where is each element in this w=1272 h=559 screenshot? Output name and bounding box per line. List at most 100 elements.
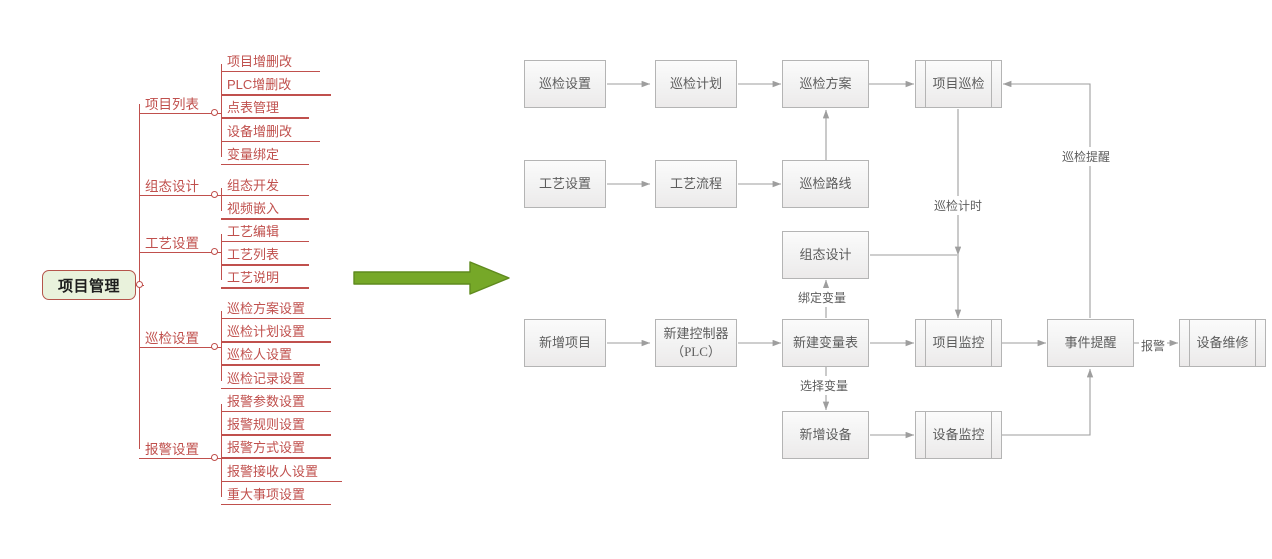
flow-edge-label-e2: 巡检提醒: [1060, 147, 1113, 166]
mindmap-branch-collapse-dot[interactable]: [211, 109, 218, 116]
flow-edge-label-text: 巡检提醒: [1062, 150, 1111, 164]
flow-edge-label-e5: 报警: [1139, 336, 1168, 355]
mindmap-leaf-1-5[interactable]: 变量绑定: [227, 148, 279, 161]
mindmap-branch-collapse-dot[interactable]: [211, 343, 218, 350]
mindmap-leaf-3-1[interactable]: 工艺编辑: [227, 225, 279, 238]
mindmap-branch-label: 报警设置: [145, 442, 199, 457]
mindmap-branch-5[interactable]: 报警设置: [145, 443, 205, 457]
flow-node-n9[interactable]: 新增项目: [524, 319, 606, 367]
flow-node-n16[interactable]: 设备监控: [915, 411, 1002, 459]
flow-node-n7[interactable]: 巡检路线: [782, 160, 869, 208]
flow-node-label: 巡检设置: [538, 76, 591, 92]
mindmap-leaf-2-1[interactable]: 组态开发: [227, 179, 279, 192]
mindmap-leaf-label: 报警接收人设置: [227, 463, 319, 479]
mindmap-branch-4[interactable]: 巡检设置: [145, 332, 205, 346]
mindmap-branch-collapse-dot[interactable]: [211, 191, 218, 198]
mindmap-branch-label: 工艺设置: [145, 236, 199, 251]
mindmap-leaf-label: 变量绑定: [227, 146, 280, 162]
mindmap-branch-collapse-dot[interactable]: [211, 248, 218, 255]
mindmap-leaf-label: 巡检方案设置: [227, 301, 306, 316]
flow-node-label: 新增项目: [538, 335, 591, 351]
flow-node-label: 事件提醒: [1064, 335, 1117, 351]
mindmap-leaf-underline: [221, 411, 331, 413]
mindmap-leaf-label: 工艺列表: [227, 247, 280, 263]
mindmap-leaf-3-3[interactable]: 工艺说明: [227, 271, 279, 284]
flow-node-label: 新建变量表: [792, 335, 858, 351]
mindmap-leaf-1-4[interactable]: 设备增删改: [227, 125, 292, 138]
mindmap-leaf-underline: [221, 318, 331, 320]
mindmap-leaf-underline: [221, 163, 309, 166]
mindmap-branch-collapse-dot[interactable]: [211, 454, 218, 461]
mindmap-trunk: [139, 104, 141, 449]
mindmap-branch-2[interactable]: 组态设计: [145, 180, 205, 194]
mindmap-branch-underline: [145, 458, 205, 460]
mindmap-leaf-4-2[interactable]: 巡检计划设置: [227, 325, 305, 338]
mindmap-leaf-underline: [221, 457, 331, 459]
mindmap-leaf-5-4[interactable]: 报警接收人设置: [227, 465, 318, 478]
mindmap-leaf-underline: [221, 195, 309, 197]
mindmap-branch-3[interactable]: 工艺设置: [145, 237, 205, 251]
mindmap-leaf-label: 项目增删改: [227, 54, 293, 69]
mindmap-leaf-4-1[interactable]: 巡检方案设置: [227, 302, 305, 315]
flow-node-n15[interactable]: 新增设备: [782, 411, 869, 459]
mindmap-leaf-5-1[interactable]: 报警参数设置: [227, 395, 305, 408]
flow-node-label: 新增设备: [799, 427, 852, 443]
flow-node-n8[interactable]: 组态设计: [782, 231, 869, 279]
mindmap-leaf-label: 报警规则设置: [227, 417, 306, 433]
flow-node-label: 组态设计: [799, 247, 852, 263]
mindmap-subtrunk: [221, 64, 223, 157]
mindmap-leaf-underline: [221, 341, 331, 343]
flow-node-label: 设备监控: [932, 427, 985, 443]
flow-node-n3[interactable]: 巡检方案: [782, 60, 869, 108]
flow-node-label: 巡检方案: [799, 76, 852, 92]
mindmap-leaf-underline: [221, 71, 320, 73]
mindmap-branch-1[interactable]: 项目列表: [145, 98, 205, 112]
mindmap-subtrunk: [221, 404, 223, 497]
mindmap-leaf-4-4[interactable]: 巡检记录设置: [227, 372, 305, 385]
mindmap-leaf-5-2[interactable]: 报警规则设置: [227, 418, 305, 431]
flow-node-label: 项目监控: [932, 335, 985, 351]
mindmap-leaf-label: 巡检计划设置: [227, 324, 306, 340]
mindmap-leaf-2-2[interactable]: 视频嵌入: [227, 202, 279, 215]
flow-node-n13[interactable]: 事件提醒: [1047, 319, 1134, 367]
mindmap-leaf-label: 重大事项设置: [227, 486, 306, 502]
mindmap-branch-underline: [145, 347, 205, 349]
mindmap-leaf-underline: [221, 480, 342, 482]
mindmap-leaf-underline: [221, 434, 331, 436]
mindmap-root-label: 项目管理: [57, 277, 120, 295]
flow-node-n11[interactable]: 新建变量表: [782, 319, 869, 367]
mindmap-leaf-underline: [221, 140, 320, 142]
mindmap-leaf-label: 工艺说明: [227, 270, 280, 286]
mindmap-leaf-label: 报警参数设置: [227, 394, 306, 409]
mindmap-leaf-1-1[interactable]: 项目增删改: [227, 55, 292, 68]
mindmap-leaf-4-3[interactable]: 巡检人设置: [227, 348, 292, 361]
flow-node-n10[interactable]: 新建控制器（PLC）: [655, 319, 737, 367]
mindmap-leaf-1-2[interactable]: PLC增删改: [227, 78, 291, 91]
mindmap-leaf-5-3[interactable]: 报警方式设置: [227, 441, 305, 454]
flow-edge-label-text: 巡检计时: [934, 199, 983, 213]
flow-node-label: 设备维修: [1196, 335, 1249, 351]
mindmap-root-collapse-dot[interactable]: [136, 281, 143, 288]
mindmap-leaf-label: 组态开发: [227, 178, 280, 193]
mindmap-leaf-label: 设备增删改: [227, 123, 293, 139]
mindmap-leaf-5-5[interactable]: 重大事项设置: [227, 488, 305, 501]
flow-node-n5[interactable]: 工艺设置: [524, 160, 606, 208]
mindmap-leaf-label: 点表管理: [227, 100, 280, 116]
mindmap-leaf-label: 工艺编辑: [227, 224, 280, 239]
mindmap-leaf-3-2[interactable]: 工艺列表: [227, 248, 279, 261]
flow-node-n14[interactable]: 设备维修: [1179, 319, 1266, 367]
mindmap-leaf-underline: [221, 117, 309, 119]
mindmap-leaf-1-3[interactable]: 点表管理: [227, 101, 279, 114]
flow-node-label: 项目巡检: [932, 76, 985, 92]
flow-node-n1[interactable]: 巡检设置: [524, 60, 606, 108]
mindmap-root-node[interactable]: 项目管理: [42, 270, 136, 300]
flow-node-n4[interactable]: 项目巡检: [915, 60, 1002, 108]
flow-node-n6[interactable]: 工艺流程: [655, 160, 737, 208]
flow-node-n12[interactable]: 项目监控: [915, 319, 1002, 367]
mindmap-subtrunk: [221, 188, 223, 212]
mindmap-leaf-label: 巡检记录设置: [227, 370, 306, 386]
mindmap-leaf-underline: [221, 241, 309, 243]
flow-node-n2[interactable]: 巡检计划: [655, 60, 737, 108]
mindmap-leaf-underline: [221, 387, 331, 389]
